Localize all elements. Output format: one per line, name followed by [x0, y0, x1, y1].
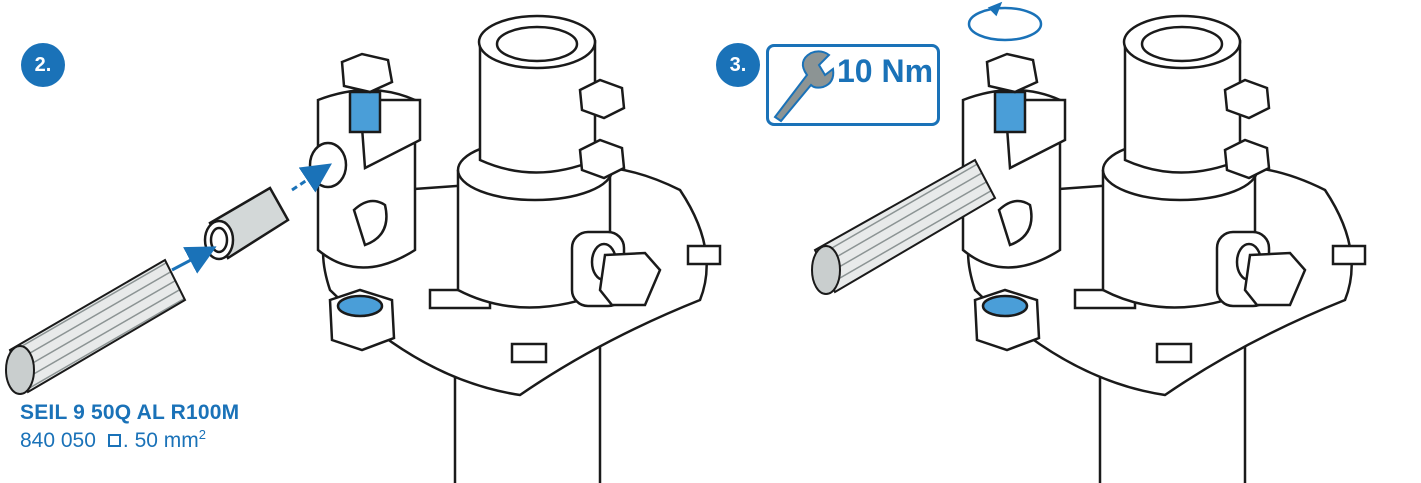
cross-section-square-icon — [107, 434, 121, 447]
cable-cross-section: . 50 mm — [122, 429, 199, 452]
clamp-right — [961, 52, 1067, 269]
step-badge-2: 2. — [21, 43, 65, 87]
cable-left — [5, 258, 187, 395]
clamp-left — [308, 52, 422, 269]
step-badge-3: 3. — [716, 43, 760, 87]
cable-right — [811, 158, 997, 295]
rotate-arrow-icon — [967, 1, 1043, 42]
torque-value: 10 Nm — [837, 53, 934, 89]
ferrule-left — [203, 186, 290, 261]
mast-assembly-right — [966, 14, 1367, 483]
torque-box: 10 Nm — [766, 44, 940, 126]
insert-arrow-1 — [171, 246, 217, 274]
mast-assembly-left — [321, 14, 722, 483]
wrench-icon — [773, 50, 835, 123]
cable-name: SEIL 9 50Q AL R100M — [20, 401, 240, 424]
cable-cross-section-exp: 2 — [198, 427, 207, 442]
insert-arrow-2 — [291, 163, 332, 193]
cable-spec: 840 050 . 50 mm2 — [20, 427, 239, 453]
cable-caption: SEIL 9 50Q AL R100M 840 050 . 50 mm2 — [20, 401, 239, 453]
cable-part-number: 840 050 — [20, 429, 96, 452]
